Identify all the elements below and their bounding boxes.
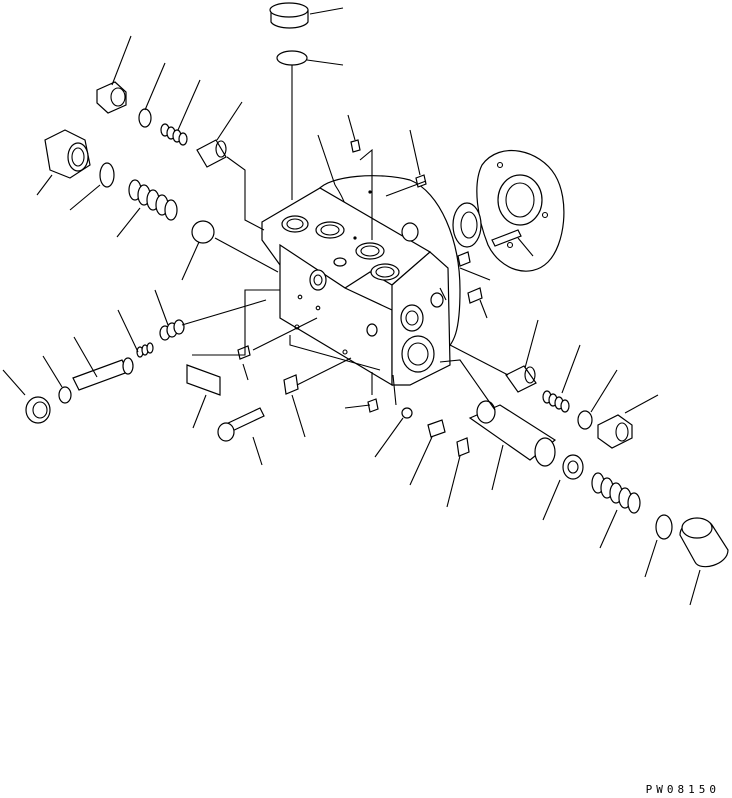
- valve-body: [261, 175, 461, 387]
- o-ring-right-small: [577, 410, 593, 430]
- plug-cap-left: [191, 220, 215, 244]
- steel-ball: [401, 407, 413, 419]
- spring-small-left: [136, 342, 154, 358]
- plug-lower-left: [25, 396, 51, 424]
- spacer-right: [505, 365, 537, 393]
- spring-left: [128, 179, 178, 221]
- o-ring-upper-left: [138, 108, 152, 128]
- o-ring-top: [276, 50, 308, 66]
- spring-small-right: [542, 390, 570, 413]
- spool-left: [72, 357, 134, 391]
- drawing-code: PW08150: [645, 783, 720, 796]
- plug-small-center: [283, 374, 299, 395]
- rear-plate: [476, 150, 565, 272]
- spring-medium-left: [159, 319, 185, 341]
- plug-upper-left: [96, 81, 127, 114]
- plug-top: [269, 2, 309, 29]
- orifice-fitting: [427, 419, 446, 438]
- o-ring-left: [99, 162, 115, 188]
- name-plate: [186, 364, 221, 396]
- plug-small-bottom: [367, 398, 379, 413]
- set-screw-small: [237, 345, 251, 360]
- dowel-pin: [491, 229, 522, 247]
- o-ring-lower-left: [58, 386, 72, 404]
- screw-right-lower: [467, 287, 483, 304]
- plug-left-large: [44, 129, 91, 179]
- screw-top-center: [350, 139, 361, 153]
- plug-small-right: [456, 437, 470, 457]
- bearing-ring: [452, 202, 482, 248]
- plug-right: [597, 414, 633, 449]
- retainer-right: [562, 454, 584, 480]
- spring-upper-left: [160, 123, 188, 146]
- spring-right: [591, 472, 641, 514]
- leader-lines: [2, 7, 701, 606]
- plug-lower-right: [679, 517, 729, 568]
- o-ring-right: [655, 514, 673, 540]
- spool-main: [468, 400, 557, 467]
- spacer-upper: [196, 139, 227, 168]
- cap-screw-long: [217, 407, 265, 442]
- screw-right-mid: [457, 251, 471, 267]
